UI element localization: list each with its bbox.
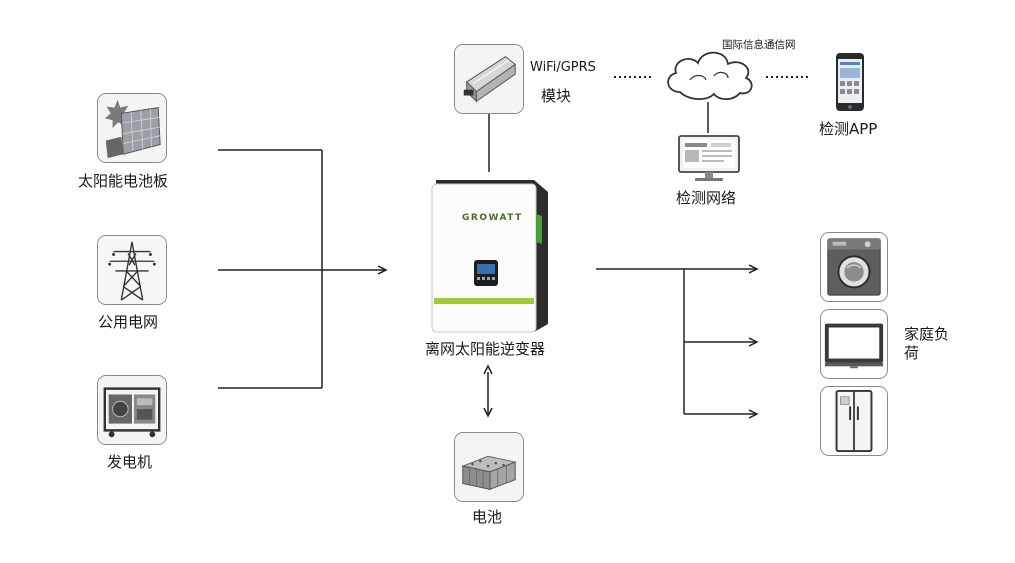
household-load-label-line2: 荷 bbox=[904, 343, 920, 362]
refrigerator-icon bbox=[821, 387, 887, 455]
internet-label: 国际信息通信网 bbox=[722, 39, 796, 51]
wifi-module-tile bbox=[454, 44, 524, 114]
wifi-protocol-label: WiFi/GPRS bbox=[530, 60, 596, 75]
wifi-module-label: 模块 bbox=[541, 87, 572, 105]
television-icon bbox=[821, 310, 887, 378]
app-label: 检测APP bbox=[819, 120, 878, 138]
battery-tile bbox=[454, 432, 524, 502]
solar-panel-icon bbox=[98, 94, 166, 162]
battery-icon bbox=[455, 433, 523, 501]
solar-panel-label: 太阳能电池板 bbox=[78, 172, 169, 190]
wifi-module-icon bbox=[455, 45, 523, 113]
inverter-label: 离网太阳能逆变器 bbox=[425, 340, 546, 358]
generator-icon bbox=[98, 376, 166, 444]
household-load-label: 家庭负 荷 bbox=[904, 325, 949, 363]
power-tower-icon bbox=[98, 236, 166, 304]
household-load-label-line1: 家庭负 bbox=[904, 325, 950, 343]
washing-machine-tile bbox=[820, 232, 888, 302]
television-tile bbox=[820, 309, 888, 379]
monitor-network-label: 检测网络 bbox=[676, 189, 737, 207]
refrigerator-tile bbox=[820, 386, 888, 456]
input-bus-lines bbox=[218, 149, 386, 389]
generator-label: 发电机 bbox=[107, 453, 153, 471]
output-bus-lines bbox=[596, 269, 757, 414]
monitor-icon bbox=[678, 135, 740, 181]
generator-tile bbox=[97, 375, 167, 445]
utility-grid-tile bbox=[97, 235, 167, 305]
solar-panel-tile bbox=[97, 93, 167, 163]
inverter-brand-logo: GROWATT bbox=[462, 213, 523, 223]
washing-machine-icon bbox=[821, 233, 887, 301]
inverter-image bbox=[431, 180, 548, 333]
utility-grid-label: 公用电网 bbox=[98, 313, 159, 331]
battery-label: 电池 bbox=[472, 508, 503, 526]
phone-icon bbox=[836, 53, 864, 111]
cloud-icon bbox=[667, 51, 753, 101]
